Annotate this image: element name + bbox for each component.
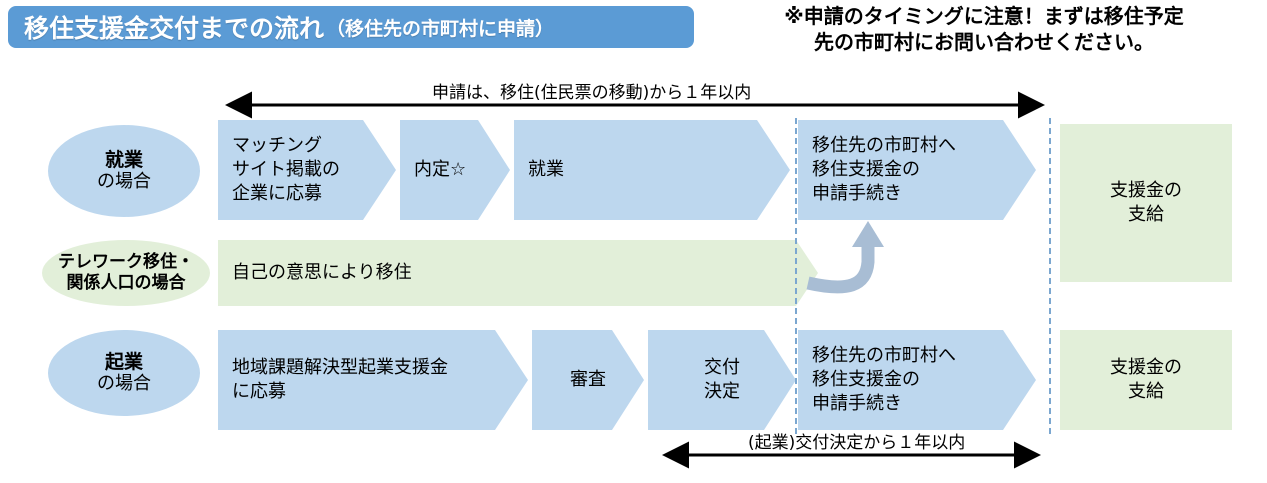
step-startup-3-label: 交付 決定 — [704, 356, 740, 402]
step-startup-2: 審査 — [532, 330, 644, 430]
step-startup-4-label: 移住先の市町村へ 移住支援金の 申請手続き — [812, 344, 956, 415]
result-box-employment-label: 支援金の 支給 — [1110, 179, 1182, 225]
page-title-subtitle: （移住先の市町村に申請） — [326, 17, 555, 40]
step-employment-3: 就業 — [514, 120, 790, 220]
header-banner: 移住支援金交付までの流れ （移住先の市町村に申請） — [8, 6, 694, 48]
ellipse-startup-line1: 起業 — [104, 351, 143, 373]
dashed-separator-right — [1049, 118, 1051, 434]
ellipse-employment-line1: 就業 — [104, 149, 143, 171]
result-box-employment: 支援金の 支給 — [1060, 124, 1232, 282]
bottom-arrow-label: (起業)交付決定から１年以内 — [748, 433, 966, 453]
header-note-line2: 先の市町村にお問い合わせください。 — [814, 29, 1154, 54]
category-ellipse-telework: テレワーク移住・ 関係人口の場合 — [42, 240, 210, 306]
step-startup-1-label: 地域課題解決型起業支援金 に応募 — [232, 356, 448, 402]
curved-return-arrow-icon — [806, 221, 884, 294]
header-note-line1: ※申請のタイミングに注意！まずは移住予定 — [784, 4, 1184, 28]
step-employment-4-label: 移住先の市町村へ 移住支援金の 申請手続き — [812, 134, 956, 205]
ellipse-employment-line2: の場合 — [97, 171, 151, 193]
header-caution-note: ※申請のタイミングに注意！まずは移住予定 先の市町村にお問い合わせください。 — [708, 4, 1260, 55]
top-arrow-label: 申請は、移住(住民票の移動)から１年以内 — [432, 83, 752, 103]
step-employment-4: 移住先の市町村へ 移住支援金の 申請手続き — [798, 120, 1036, 220]
step-startup-2-label: 審査 — [570, 368, 606, 390]
page-title: 移住支援金交付までの流れ — [24, 14, 325, 43]
result-box-startup-label: 支援金の 支給 — [1110, 356, 1182, 402]
ellipse-telework-line2: 関係人口の場合 — [66, 273, 186, 293]
step-startup-3: 交付 決定 — [648, 330, 796, 430]
step-telework-1-label: 自己の意思により移住 — [232, 261, 412, 283]
step-startup-4: 移住先の市町村へ 移住支援金の 申請手続き — [798, 330, 1036, 430]
ellipse-telework-line1: テレワーク移住・ — [58, 251, 194, 272]
dashed-separator-left — [795, 118, 797, 434]
step-employment-1-label: マッチング サイト掲載の 企業に応募 — [232, 134, 340, 205]
step-employment-1: マッチング サイト掲載の 企業に応募 — [218, 120, 396, 220]
step-employment-2-label: 内定☆ — [414, 158, 467, 180]
result-box-startup: 支援金の 支給 — [1060, 330, 1232, 430]
step-employment-2: 内定☆ — [400, 120, 510, 220]
category-ellipse-employment: 就業 の場合 — [48, 125, 200, 217]
step-employment-3-label: 就業 — [528, 158, 564, 180]
ellipse-startup-line2: の場合 — [97, 373, 151, 395]
step-startup-1: 地域課題解決型起業支援金 に応募 — [218, 330, 528, 430]
category-ellipse-startup: 起業 の場合 — [48, 330, 200, 416]
step-telework-1: 自己の意思により移住 — [218, 240, 818, 306]
